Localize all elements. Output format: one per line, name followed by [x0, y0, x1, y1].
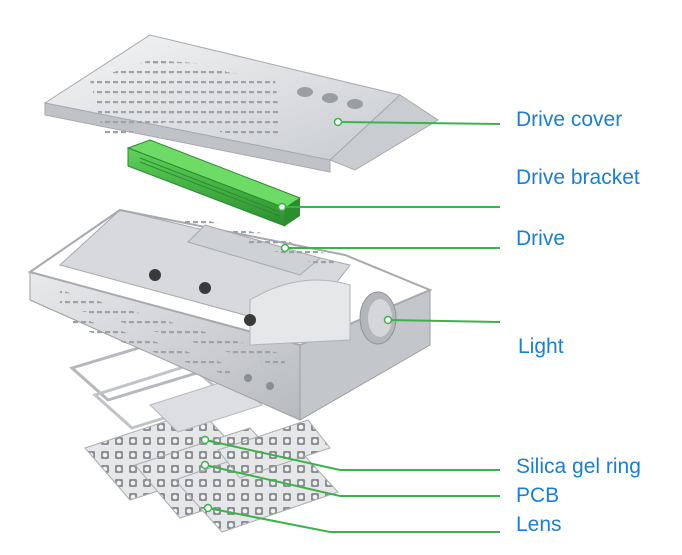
drive-cover-part — [43, 34, 439, 173]
label-silica-gel-ring: Silica gel ring — [516, 455, 641, 478]
label-drive-cover: Drive cover — [516, 108, 623, 131]
leader-dot-drive — [280, 243, 290, 253]
leader-line-drive-cover — [337, 121, 501, 125]
leader-dot-pcb — [200, 460, 210, 470]
leader-line-silica-gel-ring — [204, 439, 500, 471]
leader-lines — [200, 117, 501, 533]
leader-line-lens — [207, 507, 500, 533]
leader-dot-light — [383, 315, 393, 325]
leader-line-pcb — [204, 464, 500, 497]
leader-dot-lens — [203, 503, 213, 513]
label-drive-bracket: Drive bracket — [516, 166, 640, 189]
leader-dot-silica-gel-ring — [200, 435, 210, 445]
label-pcb: PCB — [516, 484, 560, 507]
led-lens-plates — [84, 409, 339, 533]
leader-line-light — [387, 319, 501, 323]
label-lens: Lens — [516, 513, 562, 536]
label-drive: Drive — [516, 227, 566, 250]
leader-dot-drive-bracket — [277, 202, 287, 212]
drive-bracket-part — [126, 139, 302, 227]
label-light: Light — [518, 335, 564, 358]
leader-dot-drive-cover — [333, 117, 343, 127]
